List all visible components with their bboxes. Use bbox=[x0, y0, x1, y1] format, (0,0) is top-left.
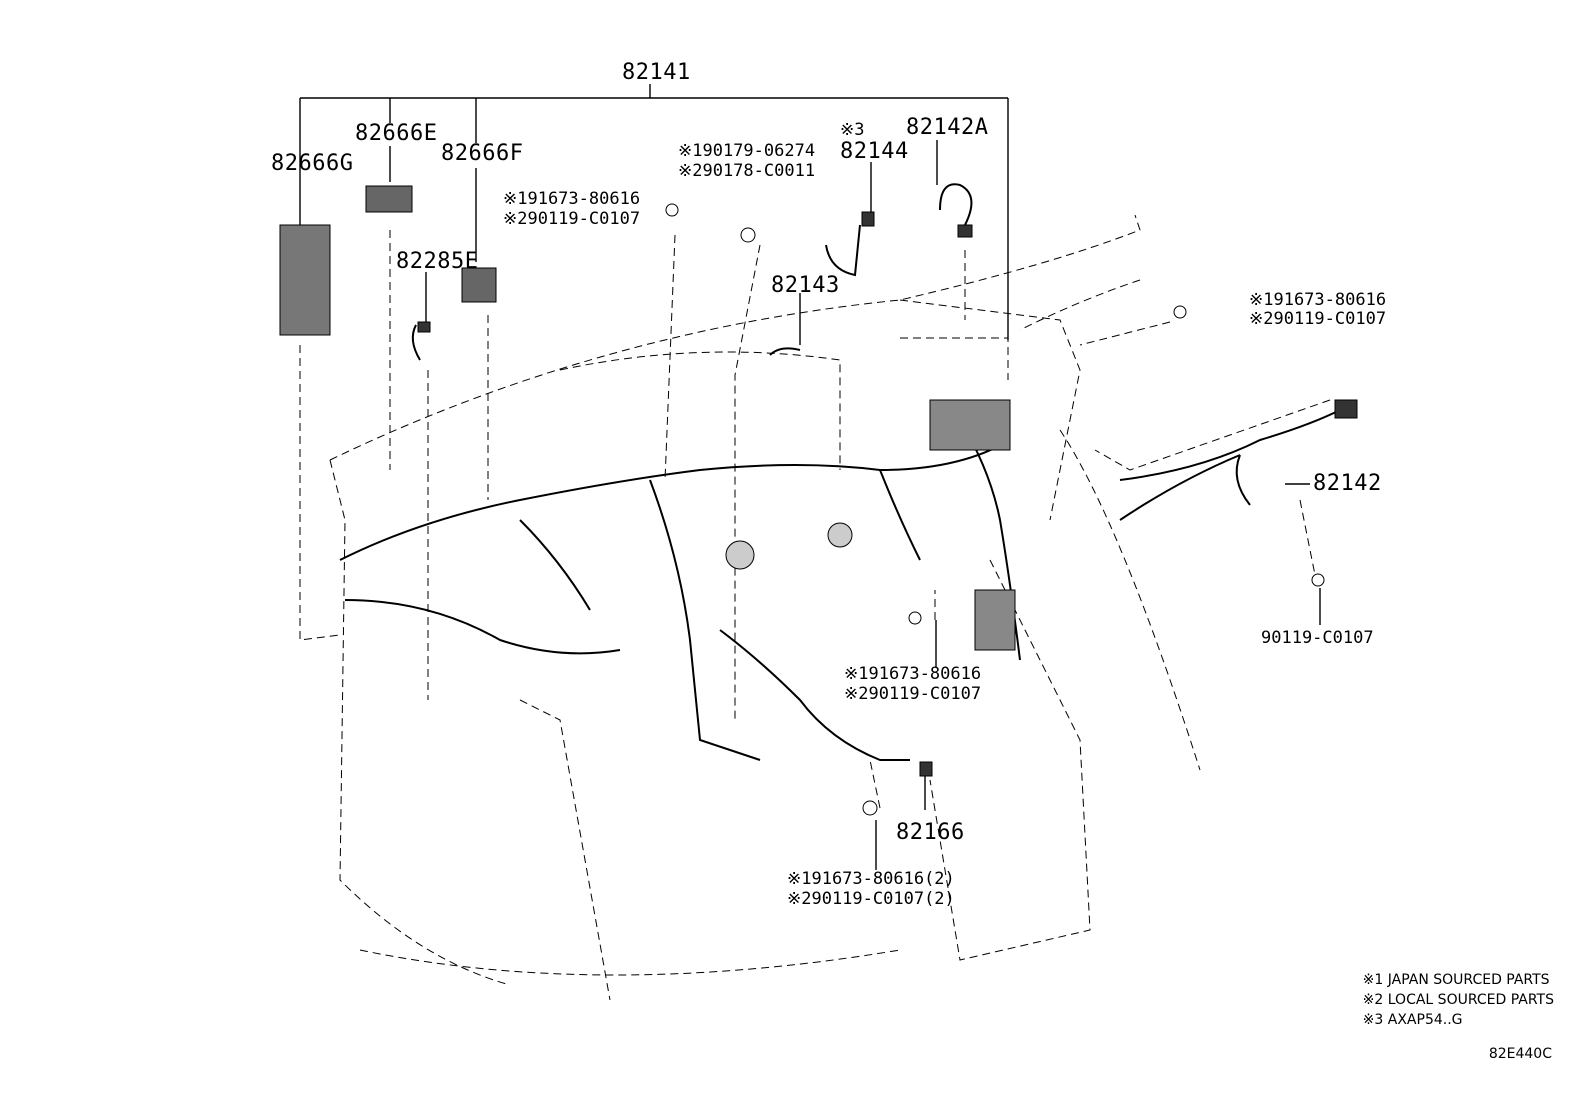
legend-item: ※1 JAPAN SOURCED PARTS bbox=[1362, 972, 1550, 988]
leader-82141 bbox=[299, 84, 1009, 340]
label-90119: 90119-C0107 bbox=[1261, 628, 1374, 648]
bracket-82666E-icon bbox=[365, 185, 413, 213]
label-82141: 82141 bbox=[622, 60, 691, 85]
bolt-right-icon bbox=[1173, 305, 1187, 319]
label-bolt-bot-1: ※191673-80616(2) bbox=[787, 869, 955, 889]
connector-82142-icon bbox=[1334, 399, 1358, 419]
label-82144: 82144 bbox=[840, 139, 909, 164]
clip-icon bbox=[740, 227, 756, 243]
label-bolt-top-1: ※191673-80616 bbox=[503, 189, 641, 209]
label-bolt-right-2: ※290119-C0107 bbox=[1249, 309, 1387, 329]
label-bolt-bot-2: ※290119-C0107(2) bbox=[787, 889, 955, 909]
label-82666G: 82666G bbox=[271, 151, 354, 176]
bolt-bot-icon bbox=[862, 800, 878, 816]
control-unit-icon bbox=[929, 399, 1011, 451]
label-82666F: 82666F bbox=[441, 141, 524, 166]
label-bolt-mid-1: ※191673-80616 bbox=[844, 664, 982, 684]
label-82166: 82166 bbox=[896, 820, 965, 845]
label-82142: 82142 bbox=[1313, 471, 1382, 496]
label-82285E: 82285E bbox=[396, 249, 479, 274]
label-82144-note: ※3 bbox=[840, 120, 865, 140]
knob-icon bbox=[725, 540, 755, 570]
label-bolt-right-1: ※191673-80616 bbox=[1249, 290, 1387, 310]
bolt-mid-icon bbox=[908, 611, 922, 625]
bracket-82666F-icon bbox=[461, 267, 497, 303]
legend: ※1 JAPAN SOURCED PARTS ※2 LOCAL SOURCED … bbox=[1363, 970, 1554, 1030]
legend-item: ※3 AXAP54..G bbox=[1362, 1012, 1463, 1028]
label-82142A: 82142A bbox=[906, 115, 989, 140]
connector-82142A-icon bbox=[957, 224, 973, 238]
knob-icon bbox=[827, 522, 853, 548]
diagram-code: 82E440C bbox=[1488, 1046, 1552, 1062]
label-82143: 82143 bbox=[771, 273, 840, 298]
label-clip-top-2: ※290178-C0011 bbox=[678, 161, 816, 181]
label-clip-top-1: ※190179-06274 bbox=[678, 141, 816, 161]
label-bolt-top-2: ※290119-C0107 bbox=[503, 209, 641, 229]
bracket-82666G-icon bbox=[279, 224, 331, 336]
bolt-90119-icon bbox=[1311, 573, 1325, 587]
bolt-top-icon bbox=[665, 203, 679, 217]
connector-82144-icon bbox=[861, 211, 875, 227]
legend-item: ※2 LOCAL SOURCED PARTS bbox=[1362, 992, 1554, 1008]
connector-82166-icon bbox=[919, 761, 933, 777]
connector-block-icon bbox=[974, 589, 1016, 651]
label-bolt-mid-2: ※290119-C0107 bbox=[844, 684, 982, 704]
label-82666E: 82666E bbox=[355, 121, 438, 146]
connector-82285E-icon bbox=[417, 321, 431, 333]
